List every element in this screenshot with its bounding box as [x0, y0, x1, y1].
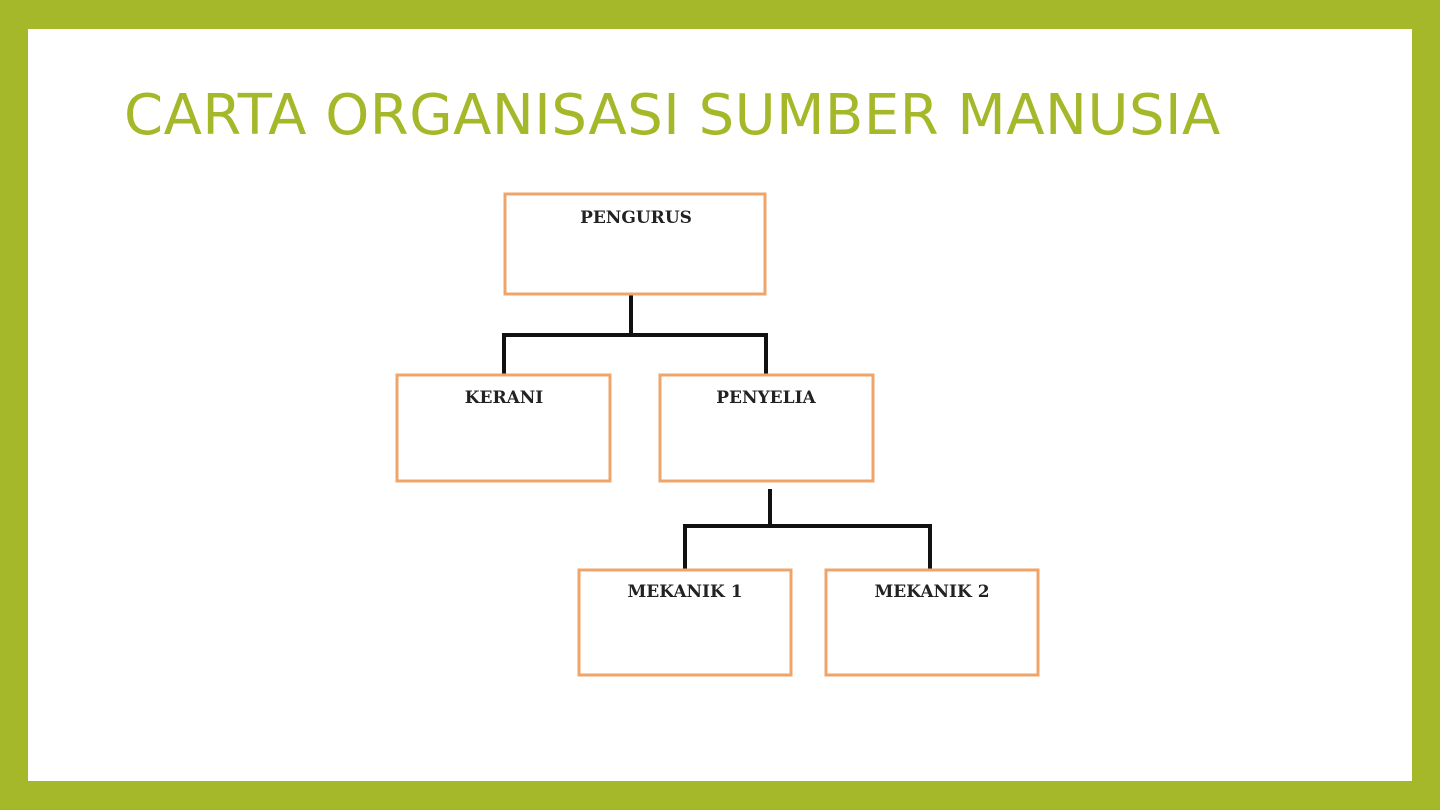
- node-pengurus: PENGURUS: [503, 192, 767, 296]
- node-label-mekanik-2: MEKANIK 2: [874, 582, 989, 602]
- node-mekanik-2: MEKANIK 2: [824, 568, 1040, 677]
- slide: CARTA ORGANISASI SUMBER MANUSIA PENGURUS…: [28, 29, 1412, 781]
- node-box: [824, 568, 1040, 677]
- connector-penyelia-mekanik2: [770, 524, 932, 569]
- node-box: [395, 373, 612, 483]
- org-chart: PENGURUS KERANI PENYELIA MEKANIK 1 MEKAN…: [395, 192, 1040, 677]
- node-penyelia: PENYELIA: [658, 373, 875, 483]
- node-box: [503, 192, 767, 296]
- connector-pengurus-penyelia: [631, 333, 768, 374]
- connector-penyelia-mekanik1: [683, 489, 772, 569]
- node-mekanik-1: MEKANIK 1: [577, 568, 793, 677]
- node-label-penyelia: PENYELIA: [716, 388, 816, 408]
- node-label-kerani: KERANI: [465, 388, 544, 408]
- node-label-mekanik-1: MEKANIK 1: [627, 582, 742, 602]
- node-box: [658, 373, 875, 483]
- node-kerani: KERANI: [395, 373, 612, 483]
- node-label-pengurus: PENGURUS: [580, 208, 692, 228]
- slide-title: CARTA ORGANISASI SUMBER MANUSIA: [124, 83, 1221, 148]
- node-box: [577, 568, 793, 677]
- connector-pengurus-kerani: [502, 295, 633, 374]
